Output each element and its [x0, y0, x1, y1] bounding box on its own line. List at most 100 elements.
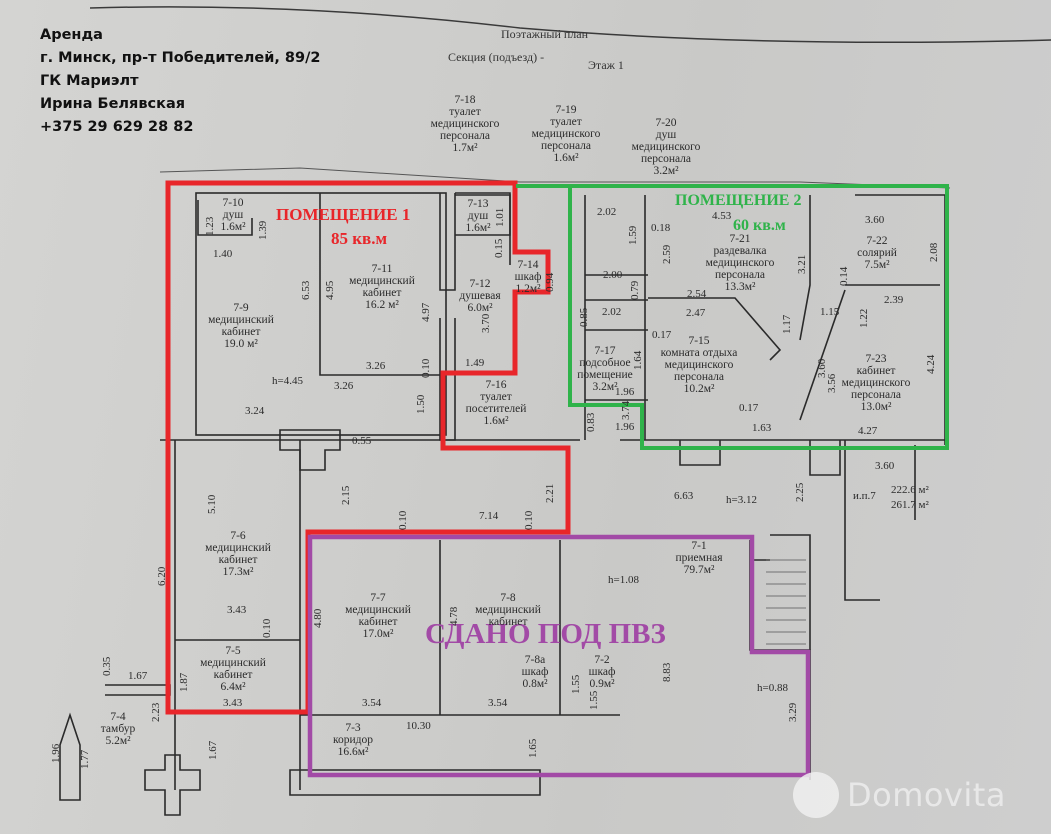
domovita-watermark: Domovita	[793, 772, 1006, 818]
dimension: 1.67	[207, 740, 219, 760]
dimension: 3.54	[488, 697, 508, 709]
contact-info: Аренда г. Минск, пр-т Победителей, 89/2 …	[40, 24, 321, 139]
domovita-logo-icon	[793, 772, 839, 818]
phone-number[interactable]: +375 29 629 28 82	[40, 119, 194, 135]
dimension: 1.15	[820, 306, 840, 318]
company-name: ГК Мариэлт	[40, 73, 139, 89]
dimension: 0.10	[523, 510, 535, 530]
contact-person: Ирина Белявская	[40, 96, 186, 112]
height-label: h=1.08	[608, 574, 639, 586]
dimension: 3.24	[245, 405, 265, 417]
dimension: 1.64	[632, 350, 644, 370]
dimension: 1.50	[415, 394, 427, 414]
address: г. Минск, пр-т Победителей, 89/2	[40, 50, 321, 66]
zone3-title: СДАНО ПОД ПВЗ	[425, 618, 666, 650]
summary-label: и.п.7	[853, 490, 876, 502]
dimension: 1.77	[79, 749, 91, 769]
dimension: 3.74	[620, 400, 632, 420]
dimension: 2.54	[687, 288, 707, 300]
plan-title: Поэтажный план	[501, 27, 589, 41]
dimension: 1.39	[257, 220, 269, 240]
zone2-outline	[516, 184, 949, 450]
dimension: 4.80	[312, 608, 324, 628]
dimension: 0.79	[629, 280, 641, 300]
dimension: 2.21	[544, 483, 556, 503]
dimension: 0.18	[651, 222, 671, 234]
dimension: 2.47	[686, 307, 706, 319]
dimension: 6.20	[156, 566, 168, 586]
dimension: 0.85	[578, 307, 590, 327]
dimension: 3.43	[227, 604, 247, 616]
dimension: 3.54	[362, 697, 382, 709]
dimension: 3.56	[826, 373, 838, 393]
dimension: 1.40	[213, 248, 233, 260]
dimension: 2.08	[928, 242, 940, 262]
dimension: 3.70	[480, 313, 492, 333]
dimension: 1.01	[494, 207, 506, 227]
dimension: 3.43	[223, 697, 243, 709]
zone3-outline	[307, 534, 811, 778]
dimension: 2.02	[597, 206, 617, 218]
summary-area-2: 261.7 м²	[891, 499, 929, 511]
dimension: 10.30	[406, 720, 431, 732]
watermark-text: Domovita	[847, 776, 1006, 814]
dimension: 1.63	[752, 422, 772, 434]
dimension: 3.60	[875, 460, 895, 472]
dimension: 0.83	[585, 412, 597, 432]
dimension: 0.10	[420, 358, 432, 378]
dimension: 0.15	[493, 238, 505, 258]
dimension: 6.63	[674, 490, 694, 502]
dimension: 1.96	[615, 421, 635, 433]
dimension: 4.53	[712, 210, 732, 222]
plan-floor: Этаж 1	[588, 58, 624, 72]
dimension: 1.87	[178, 672, 190, 692]
dimension: 3.26	[366, 360, 386, 372]
dimension: 2.39	[884, 294, 904, 306]
dimension: 2.15	[340, 485, 352, 505]
dimension: 2.00	[603, 269, 623, 281]
dimension: 0.55	[352, 435, 372, 447]
dimension: 1.55	[570, 674, 582, 694]
zone1-area: 85 кв.м	[331, 229, 388, 248]
dimension: 4.27	[858, 425, 878, 437]
dimension: 4.95	[324, 280, 336, 300]
dimension: 2.25	[794, 482, 806, 502]
dimension: 1.49	[465, 357, 485, 369]
dimension: 1.17	[781, 314, 793, 334]
dimension: 0.17	[652, 329, 672, 341]
dimension: 2.23	[150, 702, 162, 722]
dimension: 1.96	[615, 386, 635, 398]
height-label: h=0.88	[757, 682, 788, 694]
dimension: 3.26	[334, 380, 354, 392]
dimension: 2.02	[602, 306, 622, 318]
dimension: 6.53	[300, 280, 312, 300]
dimension: 1.55	[588, 690, 600, 710]
zone2-title: ПОМЕЩЕНИЕ 2	[675, 192, 802, 209]
dimension: 0.94	[544, 272, 556, 292]
dimension: 1.65	[527, 738, 539, 758]
dimension: 0.14	[838, 266, 850, 286]
dimension: 1.22	[858, 308, 870, 328]
dimension: 1.67	[128, 670, 148, 682]
zone1-title: ПОМЕЩЕНИЕ 1	[276, 205, 411, 224]
